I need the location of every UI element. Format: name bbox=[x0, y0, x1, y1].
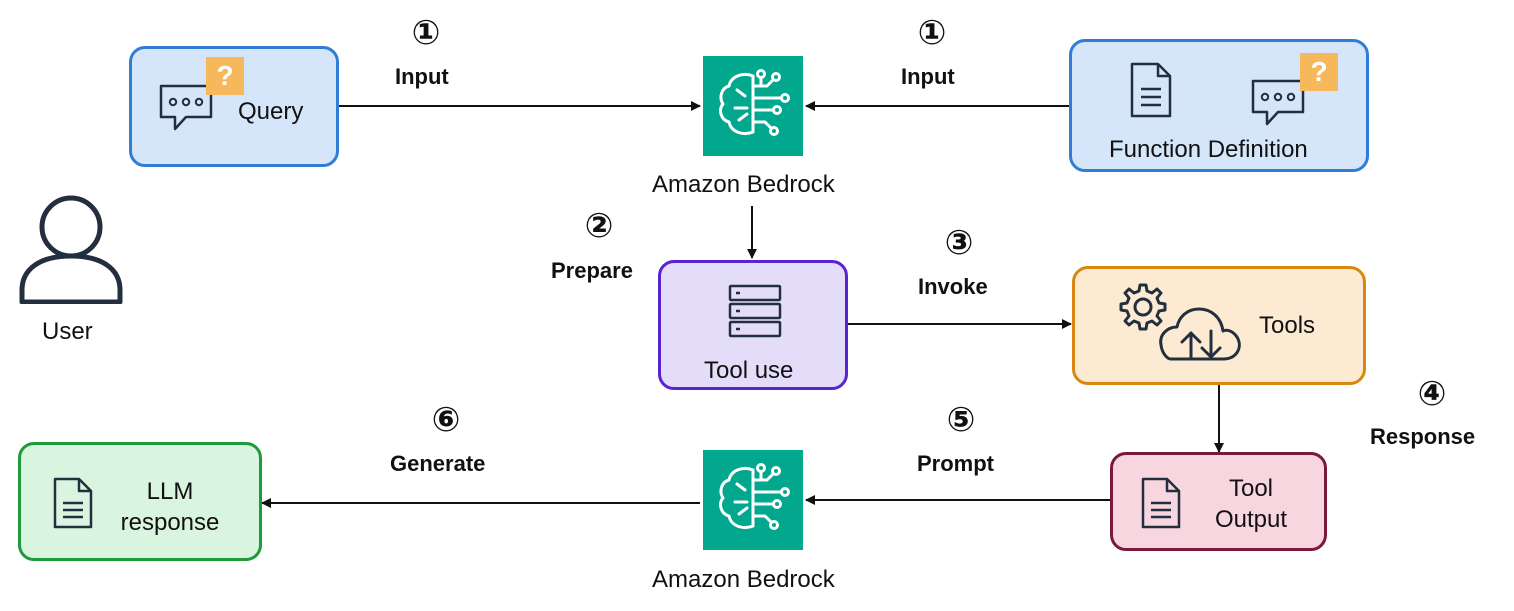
function-definition-box: ? Function Definition bbox=[1069, 39, 1369, 172]
step-label-input-left: Input bbox=[395, 64, 449, 89]
document-icon bbox=[1141, 477, 1181, 529]
tool-use-label: Tool use bbox=[704, 357, 794, 384]
step-label-prompt: Prompt bbox=[917, 451, 994, 476]
question-mark-icon: ? bbox=[1300, 53, 1338, 91]
step-label-generate: Generate bbox=[390, 451, 486, 476]
document-icon bbox=[53, 477, 93, 529]
bedrock-icon bbox=[703, 56, 803, 156]
tools-label: Tools bbox=[1259, 312, 1316, 339]
step-number-response: ④ bbox=[1417, 375, 1447, 413]
step-number-input-left: ① bbox=[411, 14, 441, 52]
brain-circuit-icon bbox=[719, 463, 790, 530]
query-label: Query bbox=[238, 98, 304, 125]
user-label: User bbox=[42, 318, 93, 345]
llm-response-box: LLM response bbox=[18, 442, 262, 561]
step-number-invoke: ③ bbox=[944, 224, 974, 262]
step-number-prepare: ② bbox=[584, 207, 614, 245]
bedrock-top-label: Amazon Bedrock bbox=[652, 171, 835, 198]
function-definition-label: Function Definition bbox=[1109, 136, 1308, 163]
step-label-input-right: Input bbox=[901, 64, 955, 89]
chat-bubble-icon bbox=[1251, 79, 1305, 126]
bedrock-bottom-label: Amazon Bedrock bbox=[652, 566, 835, 593]
server-stack-icon bbox=[728, 284, 782, 338]
llm-response-label-line1: LLM bbox=[146, 478, 194, 505]
tools-box: Tools bbox=[1072, 266, 1366, 385]
step-number-prompt: ⑤ bbox=[946, 401, 976, 439]
llm-response-label-line2: response bbox=[120, 509, 220, 536]
bedrock-icon bbox=[703, 450, 803, 550]
step-label-response: Response bbox=[1370, 424, 1476, 449]
tool-use-box: Tool use bbox=[658, 260, 848, 390]
step-number-input-right: ① bbox=[917, 14, 947, 52]
step-label-prepare: Prepare bbox=[551, 258, 633, 283]
question-mark-icon: ? bbox=[206, 57, 244, 95]
step-number-generate: ⑥ bbox=[431, 401, 461, 439]
query-box: ? Query bbox=[129, 46, 339, 167]
tool-output-label-line1: Tool bbox=[1228, 475, 1274, 502]
tool-output-label-line2: Output bbox=[1214, 506, 1288, 533]
brain-circuit-icon bbox=[719, 69, 790, 136]
user-icon bbox=[19, 195, 123, 304]
step-label-invoke: Invoke bbox=[918, 274, 988, 299]
gear-cloud-icon bbox=[1119, 283, 1241, 361]
tool-output-box: Tool Output bbox=[1110, 452, 1327, 551]
document-icon bbox=[1130, 62, 1172, 118]
